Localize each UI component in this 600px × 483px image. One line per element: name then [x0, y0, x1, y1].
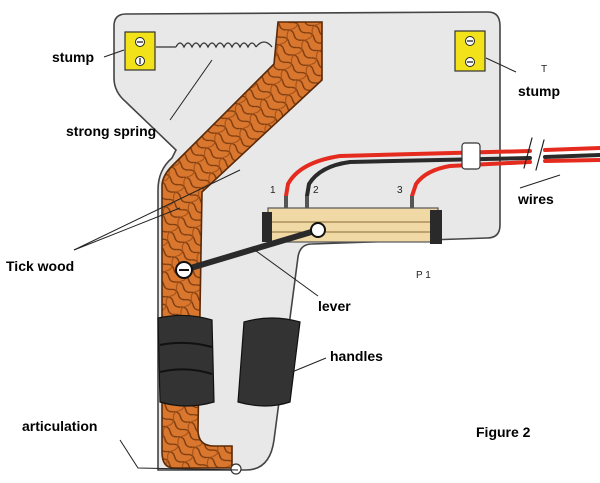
label-wires: wires	[518, 191, 554, 207]
left-grip	[157, 314, 215, 407]
tick-wood-lever	[161, 21, 323, 469]
terminal-3: 3	[397, 185, 403, 196]
label-tick-wood: Tick wood	[6, 258, 75, 274]
label-handles: handles	[330, 348, 383, 364]
label-stump-left: stump	[52, 49, 94, 65]
terminal-t: T	[541, 64, 548, 75]
label-lever: lever	[318, 298, 351, 314]
label-strong-spring: strong spring	[66, 123, 157, 139]
label-stump-right: stump	[518, 83, 560, 99]
terminal-2: 2	[313, 185, 319, 196]
figure-caption: Figure 2	[476, 424, 531, 440]
leader-lines	[73, 49, 561, 471]
resistor-label-p1: P 1	[416, 270, 431, 281]
wires	[284, 137, 600, 198]
stump-left	[124, 31, 156, 71]
terminal-1: 1	[270, 185, 276, 196]
wire-clamp	[461, 142, 481, 170]
strong-spring	[156, 41, 273, 49]
label-articulation: articulation	[22, 418, 98, 434]
stump-right	[454, 30, 486, 72]
lever-bar	[175, 222, 326, 279]
right-grip	[237, 317, 301, 407]
articulation-pin	[230, 463, 242, 475]
